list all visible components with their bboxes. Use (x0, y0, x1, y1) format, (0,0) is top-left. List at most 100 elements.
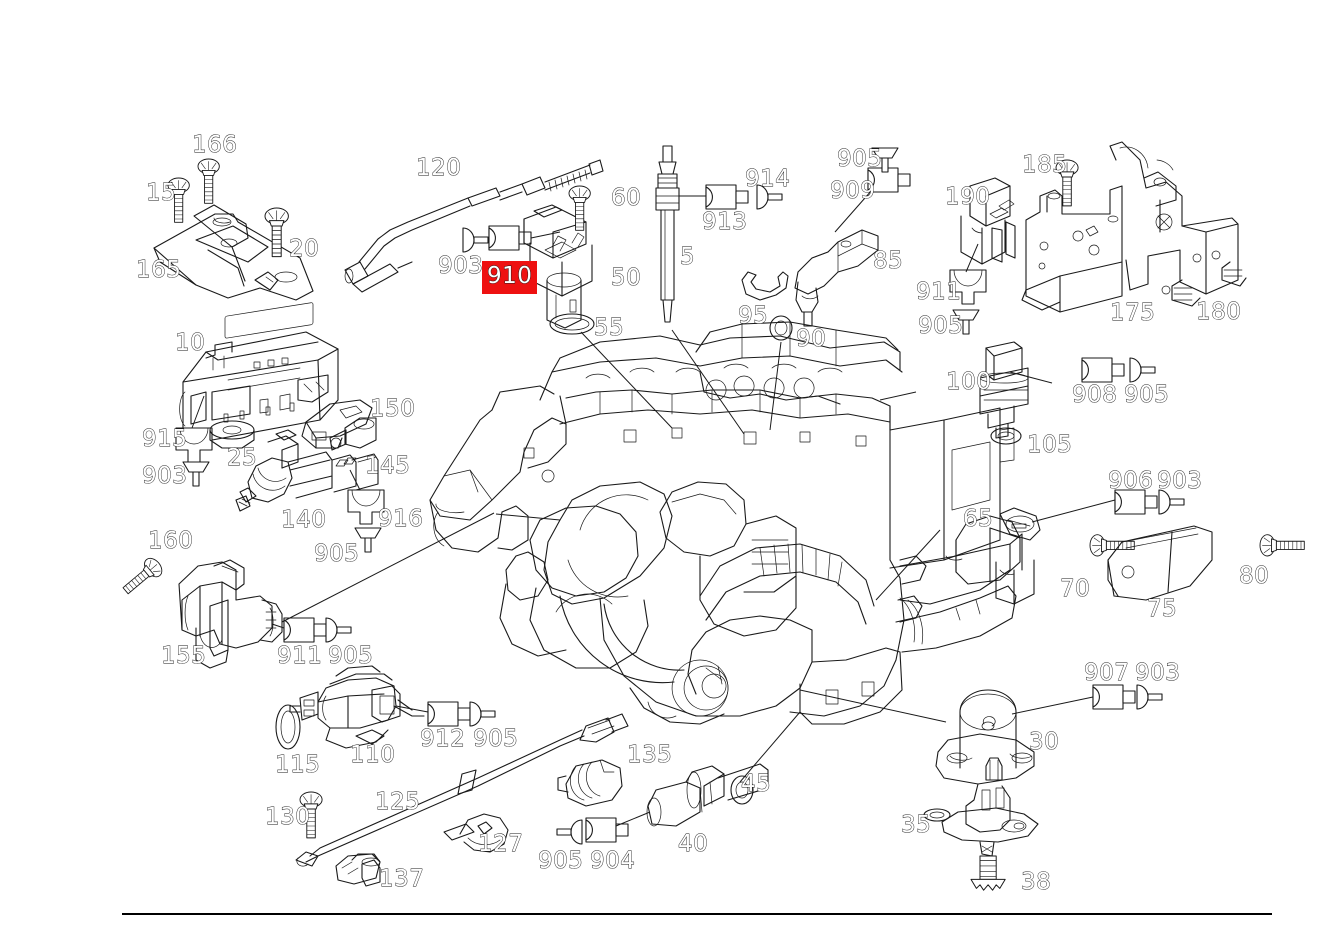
callout-915: 915 (142, 426, 188, 452)
callout-95: 95 (738, 303, 769, 329)
bolt-160 (118, 554, 166, 600)
lead-907 (1011, 696, 1094, 715)
callout-125: 125 (375, 789, 421, 815)
lead-916 (349, 469, 361, 491)
connector-912 (427, 701, 471, 727)
oring-105 (990, 427, 1022, 445)
part-110 (289, 665, 425, 749)
connector-911-155 (283, 617, 327, 643)
callout-905: 905 (538, 848, 584, 874)
callout-906: 906 (1108, 468, 1154, 494)
bolt-70 (1089, 534, 1135, 557)
callout-150: 150 (370, 396, 416, 422)
callout-30: 30 (1029, 729, 1060, 755)
connector-905-908 (1129, 357, 1156, 383)
callout-65: 65 (963, 506, 994, 532)
connector-904 (585, 817, 629, 843)
callout-35: 35 (901, 812, 932, 838)
callout-905: 905 (473, 726, 519, 752)
part-vacuum-pump-30 (935, 689, 1039, 857)
callout-130: 130 (265, 804, 311, 830)
callout-105: 105 (1027, 432, 1073, 458)
bolt-38 (970, 855, 1006, 891)
callout-905: 905 (328, 643, 374, 669)
connector-905-155 (325, 617, 352, 643)
callout-127: 127 (478, 831, 524, 857)
callout-905: 905 (918, 313, 964, 339)
callout-166: 166 (192, 132, 238, 158)
callout-913: 913 (702, 209, 748, 235)
part-clamp-127 (443, 813, 509, 853)
part-glow-plug-5 (655, 145, 680, 323)
part-137 (335, 853, 381, 887)
callout-75: 75 (1147, 596, 1178, 622)
connector-908 (1081, 357, 1125, 383)
lead-911-155 (271, 623, 285, 629)
callout-110: 110 (350, 742, 396, 768)
part-135 (557, 759, 623, 807)
part-crank-sensor-65 (955, 507, 1041, 605)
oring-55 (549, 313, 595, 335)
callout-90: 90 (796, 326, 827, 352)
bolt-166 (197, 158, 220, 204)
lead-100-engine (879, 391, 917, 401)
part-cover-75 (1107, 525, 1213, 601)
callout-165: 165 (136, 257, 182, 283)
callout-905: 905 (837, 146, 883, 172)
callout-190: 190 (945, 184, 991, 210)
lead-30-engine (799, 689, 947, 723)
lead-904 (615, 811, 651, 827)
callout-137: 137 (379, 866, 425, 892)
callout-903: 903 (1157, 468, 1203, 494)
oring-115 (275, 704, 301, 750)
callout-135: 135 (627, 742, 673, 768)
engine-assembly (429, 321, 1023, 725)
callout-916: 916 (378, 506, 424, 532)
callout-911: 911 (277, 643, 323, 669)
connector-903-top (462, 227, 489, 253)
callout-20: 20 (289, 236, 320, 262)
callout-904: 904 (590, 848, 636, 874)
callout-903: 903 (142, 463, 188, 489)
part-grommet-25 (209, 420, 255, 449)
oring-45 (730, 775, 754, 805)
callout-60: 60 (611, 185, 642, 211)
callout-175: 175 (1110, 300, 1156, 326)
callout-25: 25 (227, 445, 258, 471)
lead-90-engine (769, 341, 782, 431)
part-40 (646, 763, 769, 827)
callout-70: 70 (1060, 576, 1091, 602)
oring-35 (923, 808, 951, 822)
callout-903: 903 (1135, 660, 1181, 686)
callout-905: 905 (1124, 382, 1170, 408)
callout-10: 10 (175, 330, 206, 356)
callout-180: 180 (1196, 299, 1242, 325)
connector-913 (705, 184, 749, 210)
part-control-unit-10 (179, 302, 339, 444)
part-dipstick-125 (295, 713, 629, 867)
callout-155: 155 (161, 643, 207, 669)
callout-911: 911 (916, 279, 962, 305)
callout-140: 140 (281, 507, 327, 533)
connector-907 (1092, 684, 1136, 710)
lead-911-190 (965, 243, 979, 273)
connector-905-904 (556, 819, 583, 845)
callout-914: 914 (745, 166, 791, 192)
part-clip-95 (741, 271, 789, 301)
callout-115: 115 (275, 752, 321, 778)
callout-45: 45 (741, 771, 772, 797)
connector-910 (488, 225, 532, 251)
callout-908: 908 (1072, 382, 1118, 408)
callout-160: 160 (148, 528, 194, 554)
callout-5: 5 (680, 244, 696, 270)
part-bracket-180 (1109, 141, 1247, 307)
lead-906 (1031, 499, 1116, 523)
part-coolant-sensor-100 (979, 341, 1029, 439)
callout-910-highlighted: 910 (482, 261, 538, 294)
footer-divider (122, 913, 1272, 915)
lead-909 (834, 189, 873, 233)
part-bracket-165 (153, 204, 314, 301)
callout-100: 100 (946, 369, 992, 395)
